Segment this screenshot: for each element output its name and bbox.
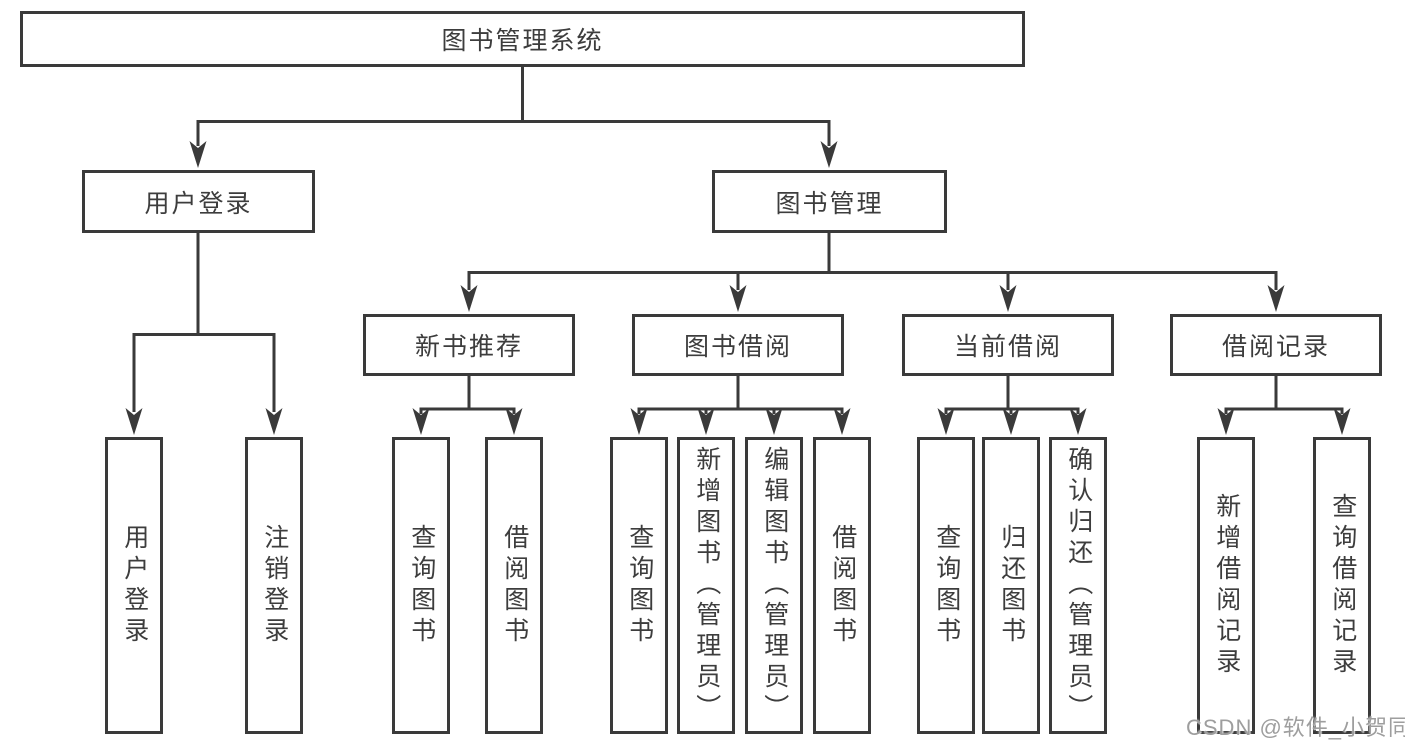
node-label: 用户登录 (144, 189, 253, 218)
node-label: 编辑图书（管理员） (760, 446, 789, 725)
node-user-login: 用户登录 (82, 170, 315, 233)
arrow-down-icon (189, 141, 207, 168)
connector-path (419, 407, 516, 414)
node-label: 图书管理 (775, 189, 884, 218)
connector-path (637, 407, 844, 414)
leaf-return-book: 归还图书 (982, 437, 1040, 734)
node-label: 新书推荐 (414, 333, 523, 361)
arrow-down-icon (1002, 408, 1020, 435)
leaf-edit-book-admin: 编辑图书（管理员） (745, 437, 803, 734)
leaf-query-book-2: 查询图书 (610, 437, 668, 734)
arrow-down-icon (820, 141, 838, 168)
node-label: 归还图书 (997, 523, 1026, 648)
node-label: 用户登录 (120, 523, 149, 648)
leaf-confirm-return-admin: 确认归还（管理员） (1049, 437, 1107, 734)
node-label: 新增借阅记录 (1212, 492, 1241, 679)
connector-path (1224, 407, 1344, 414)
node-label: 新增图书（管理员） (692, 446, 721, 725)
node-label: 注销登录 (260, 523, 289, 648)
node-label: 确认归还（管理员） (1064, 446, 1093, 725)
arrow-down-icon (697, 408, 715, 435)
node-label: 图书管理系统 (441, 27, 604, 55)
arrow-down-icon (1267, 285, 1285, 312)
node-label: 查询图书 (407, 523, 436, 648)
node-label: 借阅图书 (828, 523, 857, 648)
leaf-user-login: 用户登录 (105, 437, 163, 734)
node-book-borrow: 图书借阅 (632, 314, 844, 376)
connector-path (467, 271, 1278, 290)
node-root: 图书管理系统 (20, 11, 1025, 67)
csdn-watermark: CSDN @软件_小贺同学 (1186, 715, 1405, 740)
leaf-add-borrow-record: 新增借阅记录 (1197, 437, 1255, 734)
node-current-borrow: 当前借阅 (902, 314, 1114, 376)
arrow-down-icon (1333, 408, 1351, 435)
leaf-query-book-3: 查询图书 (917, 437, 975, 734)
connector-path (944, 407, 1080, 414)
leaf-query-book-1: 查询图书 (392, 437, 450, 734)
node-book-management: 图书管理 (712, 170, 947, 233)
arrow-down-icon (125, 408, 143, 435)
arrow-down-icon (265, 408, 283, 435)
leaf-query-borrow-record: 查询借阅记录 (1313, 437, 1371, 734)
arrow-down-icon (505, 408, 523, 435)
arrow-down-icon (1217, 408, 1235, 435)
node-label: 查询图书 (932, 523, 961, 648)
arrow-down-icon (412, 408, 430, 435)
node-label: 借阅记录 (1221, 333, 1330, 361)
arrow-down-icon (765, 408, 783, 435)
arrow-down-icon (1069, 408, 1087, 435)
arrow-down-icon (729, 285, 747, 312)
node-label: 查询图书 (625, 523, 654, 648)
arrow-down-icon (460, 285, 478, 312)
leaf-add-book-admin: 新增图书（管理员） (677, 437, 735, 734)
node-label: 当前借阅 (953, 333, 1062, 361)
connector-path (196, 120, 831, 146)
leaf-borrow-book-1: 借阅图书 (485, 437, 543, 734)
arrow-down-icon (630, 408, 648, 435)
arrow-down-icon (937, 408, 955, 435)
connector-path (132, 333, 276, 412)
node-borrow-record: 借阅记录 (1170, 314, 1382, 376)
node-label: 借阅图书 (500, 523, 529, 648)
arrow-down-icon (999, 285, 1017, 312)
leaf-borrow-book-2: 借阅图书 (813, 437, 871, 734)
leaf-logout: 注销登录 (245, 437, 303, 734)
arrow-down-icon (833, 408, 851, 435)
node-new-book-recommend: 新书推荐 (363, 314, 575, 376)
node-label: 查询借阅记录 (1328, 492, 1357, 679)
node-label: 图书借阅 (683, 333, 792, 361)
